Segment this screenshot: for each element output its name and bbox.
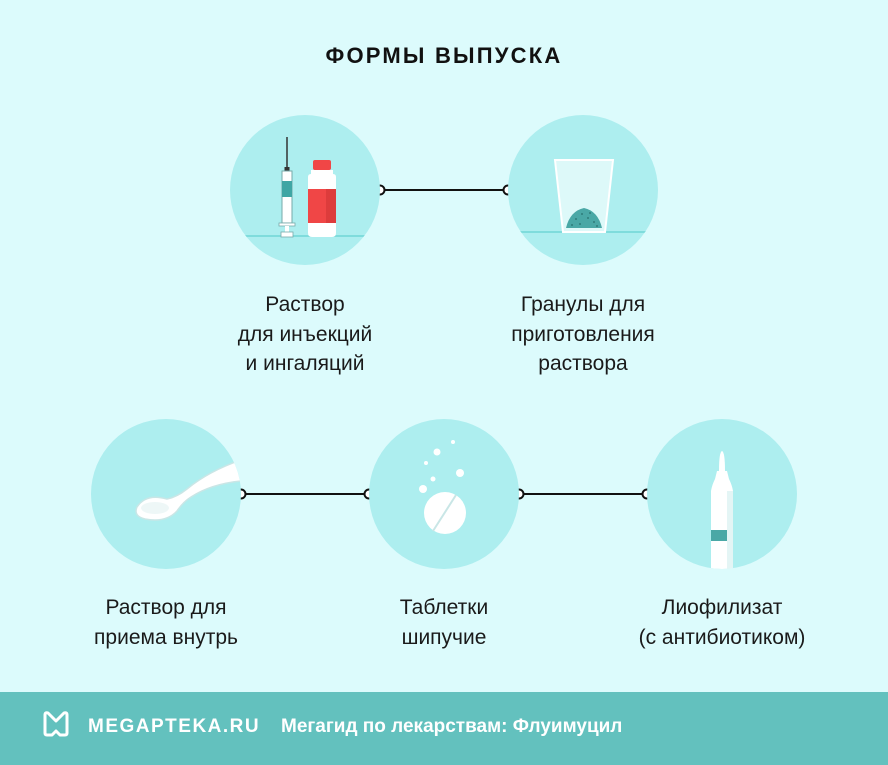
- label-line: приготовления: [511, 322, 655, 346]
- label-line: Раствор для: [105, 596, 227, 619]
- form-circle-granules: [508, 115, 658, 265]
- label-line: шипучие: [401, 625, 487, 649]
- connector-lines: [235, 184, 653, 500]
- label-line: Таблетки: [399, 596, 489, 619]
- label-line: Гранулы для: [520, 293, 646, 316]
- spoon-icon: [135, 459, 241, 521]
- effervescent-tablet-icon: [419, 440, 466, 534]
- label-tablet: Таблетки шипучие: [314, 593, 574, 652]
- label-line: и ингаляций: [245, 352, 365, 375]
- label-line: приема внутрь: [94, 625, 238, 649]
- syringe-vial-icon: [245, 137, 365, 238]
- page-title: ФОРМЫ ВЫПУСКА: [325, 43, 563, 68]
- ampoule-icon: [711, 451, 733, 569]
- label-line: раствора: [538, 352, 628, 375]
- label-line: Раствор: [265, 293, 345, 316]
- label-line: (с антибиотиком): [638, 625, 806, 649]
- form-circle-oral-solution: [91, 419, 241, 569]
- footer-bar: MEGAPTEKA.RU Мегагид по лекарствам: Флуи…: [0, 692, 888, 765]
- form-circle-injection: [230, 115, 380, 265]
- label-line: Лиофилизат: [661, 596, 783, 619]
- label-granules: Гранулы для приготовления раствора: [453, 290, 713, 379]
- granules-glass-icon: [518, 159, 648, 233]
- label-lyophilisate: Лиофилизат (с антибиотиком): [592, 593, 852, 652]
- megapteka-logo-icon: [43, 711, 69, 737]
- form-circle-lyophilisate: [647, 419, 797, 569]
- footer-tagline: Мегагид по лекарствам: Флуимуцил: [281, 716, 623, 737]
- label-oral-solution: Раствор для приема внутрь: [36, 593, 296, 652]
- label-line: для инъекций: [237, 322, 373, 346]
- form-circle-tablet: [369, 419, 519, 569]
- label-injection: Раствор для инъекций и ингаляций: [175, 290, 435, 379]
- footer-brand[interactable]: MEGAPTEKA.RU: [88, 716, 261, 737]
